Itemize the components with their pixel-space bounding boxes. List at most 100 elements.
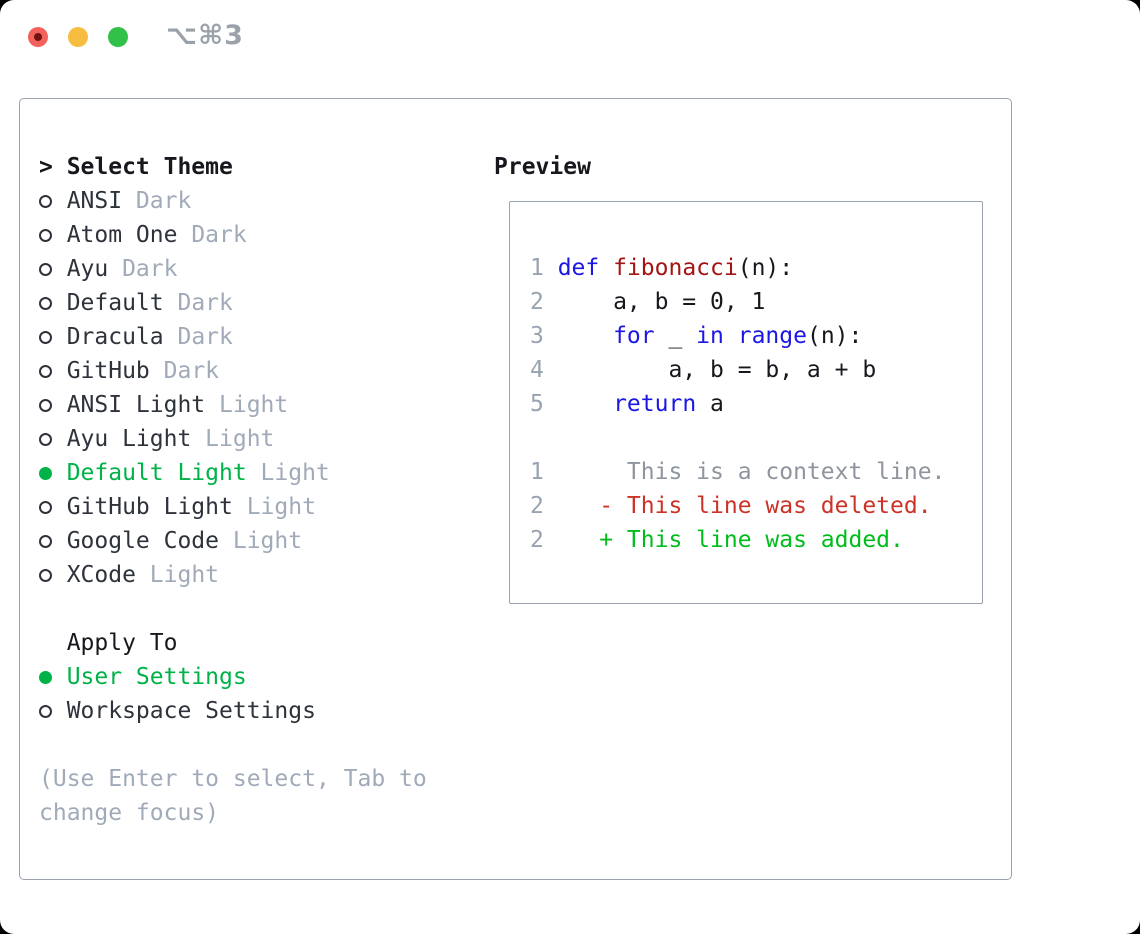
option-variant: Dark (177, 324, 233, 350)
code-line: 5 return a (530, 387, 972, 421)
line-number: 1 (530, 459, 544, 485)
code-token: for (613, 323, 655, 349)
apply-to-option[interactable]: Workspace Settings (39, 694, 427, 728)
code-line: 4 a, b = b, a + b (530, 353, 972, 387)
option-label: Default Light (66, 460, 247, 486)
code-token: + This line was added. (557, 527, 904, 553)
radio-icon (39, 568, 52, 582)
line-number: 1 (530, 255, 544, 281)
code-token: return (613, 391, 697, 417)
option-label: Ayu Light (66, 426, 192, 452)
option-variant: Light (232, 528, 303, 554)
code-token (558, 391, 613, 417)
radio-icon (39, 398, 52, 412)
option-variant: Dark (163, 358, 220, 384)
code-line: 2 - This line was deleted. (530, 489, 972, 523)
code-token: def (557, 255, 600, 281)
hint-line-2: change focus) (39, 800, 220, 826)
code-token: a, b = b, a + b (557, 357, 877, 383)
keyboard-shortcut-label: ⌥⌘3 (166, 20, 244, 51)
option-variant: Dark (191, 222, 247, 248)
option-variant: Dark (122, 256, 178, 282)
close-button[interactable] (28, 27, 48, 47)
zoom-button[interactable] (108, 27, 128, 47)
theme-option[interactable]: Ayu Light Light (39, 422, 427, 456)
code-token (724, 323, 738, 349)
radio-selected-icon (39, 670, 52, 684)
option-label: Workspace Settings (66, 698, 316, 724)
theme-option[interactable]: XCode Light (39, 558, 427, 592)
code-token: (n): (737, 255, 794, 281)
radio-icon (39, 704, 52, 718)
option-variant: Light (219, 392, 289, 418)
code-token (599, 255, 613, 281)
theme-option[interactable]: Dracula Dark (39, 320, 427, 354)
option-label: ANSI (66, 188, 123, 214)
code-line: 1 def fibonacci(n): (530, 251, 972, 285)
radio-icon (39, 194, 52, 208)
code-token (558, 323, 613, 349)
option-variant: Dark (177, 290, 233, 316)
theme-option[interactable]: Atom One Dark (39, 218, 427, 252)
line-number: 5 (530, 391, 544, 417)
code-line (530, 421, 972, 455)
option-label: XCode (66, 562, 136, 588)
code-line: 2 a, b = 0, 1 (530, 285, 972, 319)
option-variant: Dark (135, 188, 192, 214)
radio-icon (39, 500, 52, 514)
radio-icon (39, 534, 52, 548)
line-number: 3 (530, 323, 544, 349)
apply-to-option[interactable]: User Settings (39, 660, 427, 694)
option-label: ANSI Light (66, 392, 206, 418)
option-variant: Light (246, 494, 316, 520)
code-line: 3 for _ in range(n): (530, 319, 972, 353)
select-theme-title: Select Theme (66, 154, 233, 180)
code-token: _ (654, 323, 697, 349)
radio-icon (39, 364, 52, 378)
theme-option[interactable]: ANSI Light Light (39, 388, 427, 422)
option-label: GitHub (66, 358, 150, 384)
radio-icon (39, 228, 52, 242)
spacer (39, 592, 427, 626)
radio-icon (39, 296, 52, 310)
code-line: 1 This is a context line. (530, 455, 972, 489)
apply-to-title: Apply To (66, 630, 178, 656)
line-number: 2 (530, 493, 544, 519)
line-number: 4 (530, 357, 544, 383)
theme-option[interactable]: GitHub Dark (39, 354, 427, 388)
line-number: 2 (530, 527, 544, 553)
option-label: Dracula (66, 324, 164, 350)
radio-icon (39, 432, 52, 446)
code-token: (n): (806, 323, 863, 349)
select-theme-header: > Select Theme (39, 150, 427, 184)
theme-option[interactable]: Google Code Light (39, 524, 427, 558)
code-token: - This line was deleted. (557, 493, 932, 519)
minimize-button[interactable] (68, 27, 88, 47)
option-label: Google Code (66, 528, 220, 554)
option-label: Atom One (66, 222, 178, 248)
option-variant: Light (205, 426, 275, 452)
record-dot-icon (34, 33, 42, 41)
prompt-icon: > (39, 154, 53, 180)
option-variant: Light (149, 562, 220, 588)
theme-option[interactable]: ANSI Dark (39, 184, 427, 218)
radio-icon (39, 330, 52, 344)
code-token: This is a context line. (557, 459, 946, 485)
code-line: 2 + This line was added. (530, 523, 972, 557)
hint-line-1: (Use Enter to select, Tab to (39, 766, 427, 792)
spacer (39, 728, 427, 762)
radio-icon (39, 262, 52, 276)
option-label: User Settings (66, 664, 247, 690)
titlebar: ⌥⌘3 (0, 0, 1140, 74)
code-token: a, b = 0, 1 (557, 289, 766, 315)
code-token: in (696, 323, 724, 349)
code-token: fibonacci (613, 255, 738, 281)
